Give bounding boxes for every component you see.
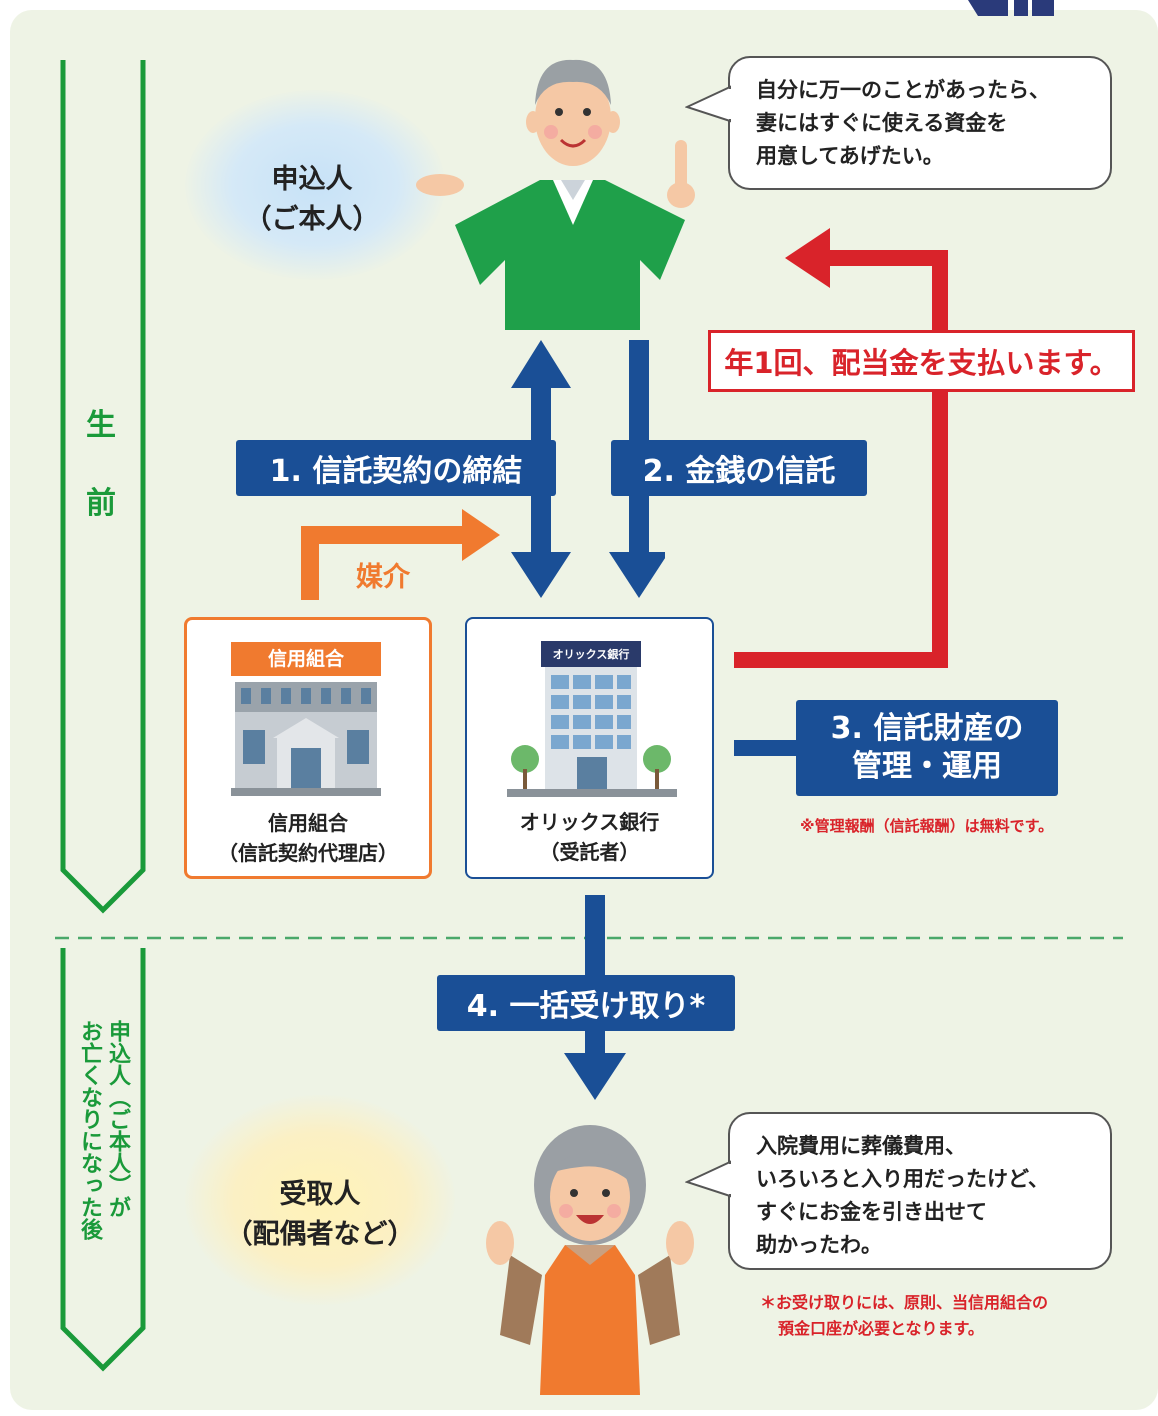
bank-building-icon <box>507 641 677 797</box>
applicant-speech-line2: 妻にはすぐに使える資金を <box>756 111 1008 135</box>
recipient-speech-line4: 助かったわ。 <box>756 1233 882 1257</box>
recipient-figure <box>486 1125 694 1395</box>
credit-union-label-line2: （信託契約代理店） <box>218 841 398 865</box>
bank-label: オリックス銀行 （受託者） <box>467 807 712 867</box>
step3-label-line2: 管理・運用 <box>852 749 1002 784</box>
phase-before-char1: 生 <box>86 408 116 443</box>
corner-decoration <box>968 0 1054 16</box>
phase-arrow-before <box>60 60 146 914</box>
applicant-figure <box>416 59 695 330</box>
recipient-label-line2: （配偶者など） <box>225 1219 415 1250</box>
credit-union-card: 信用組合 信用組合 （信託契約代理店） <box>184 617 432 879</box>
recipient-label: 受取人 （配偶者など） <box>220 1175 420 1255</box>
credit-union-building-icon <box>231 642 381 796</box>
dividend-label: 年1回、配当金を支払います。 <box>708 330 1135 392</box>
fee-note: ※管理報酬（信託報酬）は無料です。 <box>800 817 1054 835</box>
bank-label-line1: オリックス銀行 <box>519 810 660 834</box>
receipt-note-line1: ＊お受け取りには、原則、当信用組合の <box>760 1293 1049 1312</box>
credit-union-sign: 信用組合 <box>267 648 344 670</box>
applicant-label-line2: （ご本人） <box>244 204 380 235</box>
bank-card: オリックス銀行 オリックス銀行 （受託者） <box>465 617 714 879</box>
step3-label: 3. 信託財産の 管理・運用 <box>796 700 1058 796</box>
receipt-note: ＊お受け取りには、原則、当信用組合の 預金口座が必要となります。 <box>760 1290 1048 1342</box>
recipient-cloud <box>185 1095 455 1305</box>
credit-union-label-line1: 信用組合 <box>268 811 348 835</box>
phase-after-line2: お亡くなりになった後 <box>77 1020 102 1240</box>
recipient-speech-bubble: 入院費用に葬儀費用、 いろいろと入り用だったけど、 すぐにお金を引き出せて 助か… <box>728 1112 1112 1270</box>
phase-after-line1: 申込人（ご本人）が <box>105 1020 130 1218</box>
applicant-speech-bubble: 自分に万一のことがあったら、 妻にはすぐに使える資金を 用意してあげたい。 <box>728 56 1112 190</box>
step4-label: 4. 一括受け取り* <box>437 975 735 1031</box>
recipient-speech-line2: いろいろと入り用だったけど、 <box>756 1167 1049 1191</box>
mediation-label: 媒介 <box>356 562 410 593</box>
step3-label-line1: 3. 信託財産の <box>830 711 1024 746</box>
recipient-speech-line3: すぐにお金を引き出せて <box>756 1200 987 1224</box>
credit-union-label: 信用組合 （信託契約代理店） <box>187 808 429 868</box>
applicant-label: 申込人 （ご本人） <box>232 160 392 240</box>
applicant-bubble-tail <box>685 85 732 123</box>
dividend-arrow <box>734 228 948 668</box>
mediation-arrow <box>301 509 500 600</box>
step1-label: 1. 信託契約の締結 <box>236 440 556 496</box>
applicant-speech-line3: 用意してあげたい。 <box>756 144 944 168</box>
management-connector <box>734 740 814 756</box>
recipient-speech-line1: 入院費用に葬儀費用、 <box>756 1134 966 1158</box>
applicant-label-line1: 申込人 <box>271 164 353 195</box>
applicant-speech-line1: 自分に万一のことがあったら、 <box>756 78 1050 102</box>
phase-arrow-after <box>60 948 146 1372</box>
bank-label-line2: （受託者） <box>539 840 640 864</box>
applicant-cloud <box>185 90 445 280</box>
bank-sign: オリックス銀行 <box>552 648 630 661</box>
phase-before-char2: 前 <box>86 486 116 521</box>
receipt-note-line2: 預金口座が必要となります。 <box>778 1319 984 1338</box>
step2-label: 2. 金銭の信託 <box>611 440 867 496</box>
recipient-label-line1: 受取人 <box>279 1179 361 1210</box>
recipient-bubble-tail <box>685 1160 732 1198</box>
